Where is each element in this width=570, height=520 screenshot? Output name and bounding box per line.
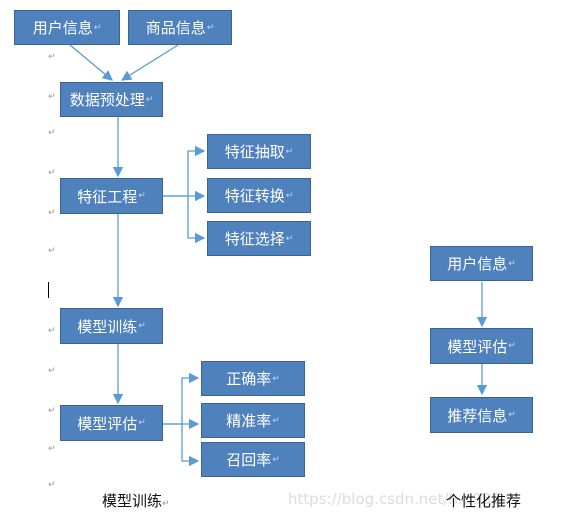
node-user-info: 用户信息↵ bbox=[14, 10, 120, 45]
paragraph-mark: ↵ bbox=[48, 52, 56, 62]
caption-left: 模型训练↵ bbox=[102, 492, 170, 510]
caption-right: 个性化推荐 bbox=[446, 490, 521, 511]
paragraph-mark: ↵ bbox=[48, 480, 56, 490]
node-label: 召回率 bbox=[226, 451, 272, 469]
node-right-user-info: 用户信息↵ bbox=[430, 246, 533, 281]
node-feature-extraction: 特征抽取↵ bbox=[207, 134, 311, 169]
paragraph-mark: ↵ bbox=[48, 92, 56, 102]
node-label: 特征选择 bbox=[224, 230, 285, 248]
paragraph-mark: ↵ bbox=[48, 168, 56, 178]
paragraph-mark: ↵ bbox=[48, 246, 56, 256]
node-label: 用户信息 bbox=[447, 255, 508, 273]
node-preprocess: 数据预处理↵ bbox=[60, 82, 163, 117]
node-label: 正确率 bbox=[226, 370, 272, 388]
caption-left-text: 模型训练 bbox=[102, 492, 163, 510]
node-model-training: 模型训练↵ bbox=[60, 308, 163, 344]
node-label: 特征抽取 bbox=[224, 143, 285, 161]
node-feature-engineering: 特征工程↵ bbox=[60, 178, 163, 214]
text-cursor bbox=[48, 282, 49, 298]
paragraph-mark: ↵ bbox=[48, 326, 56, 336]
node-label: 商品信息 bbox=[145, 19, 206, 37]
node-model-evaluation: 模型评估↵ bbox=[60, 405, 163, 441]
arrow-eval-to-recall bbox=[181, 424, 200, 467]
node-label: 数据预处理 bbox=[69, 91, 145, 109]
node-recommendation-info: 推荐信息↵ bbox=[430, 397, 533, 433]
watermark: https://blog.csdn.net/h...932 bbox=[288, 490, 501, 508]
node-product-info: 商品信息↵ bbox=[128, 10, 232, 45]
paragraph-mark: ↵ bbox=[48, 406, 56, 416]
node-right-model-evaluation: 模型评估↵ bbox=[430, 328, 533, 364]
node-accuracy: 正确率↵ bbox=[201, 361, 305, 396]
caption-right-text: 个性化推荐 bbox=[446, 492, 522, 510]
arrow-eval-to-accuracy bbox=[162, 372, 200, 425]
node-label: 推荐信息 bbox=[447, 406, 508, 425]
node-recall: 召回率↵ bbox=[201, 442, 305, 477]
node-label: 精准率 bbox=[226, 412, 272, 430]
node-label: 模型评估 bbox=[77, 414, 138, 433]
arrow-user-to-preprocess bbox=[69, 44, 113, 81]
node-label: 用户信息 bbox=[32, 19, 93, 37]
paragraph-mark: ↵ bbox=[48, 366, 56, 376]
paragraph-mark: ↵ bbox=[48, 208, 56, 218]
arrow-product-to-preprocess bbox=[120, 44, 179, 81]
node-precision: 精准率↵ bbox=[201, 403, 305, 438]
arrow-feature-to-extract bbox=[162, 145, 206, 197]
paragraph-mark: ↵ bbox=[48, 128, 56, 138]
paragraph-mark: ↵ bbox=[48, 444, 56, 454]
arrow-feature-to-select bbox=[187, 196, 206, 244]
node-label: 模型评估 bbox=[447, 337, 508, 356]
node-label: 模型训练 bbox=[77, 317, 138, 336]
node-feature-selection: 特征选择↵ bbox=[207, 221, 311, 256]
node-label: 特征转换 bbox=[224, 187, 285, 205]
node-feature-transform: 特征转换↵ bbox=[207, 178, 311, 213]
node-label: 特征工程 bbox=[77, 187, 138, 206]
